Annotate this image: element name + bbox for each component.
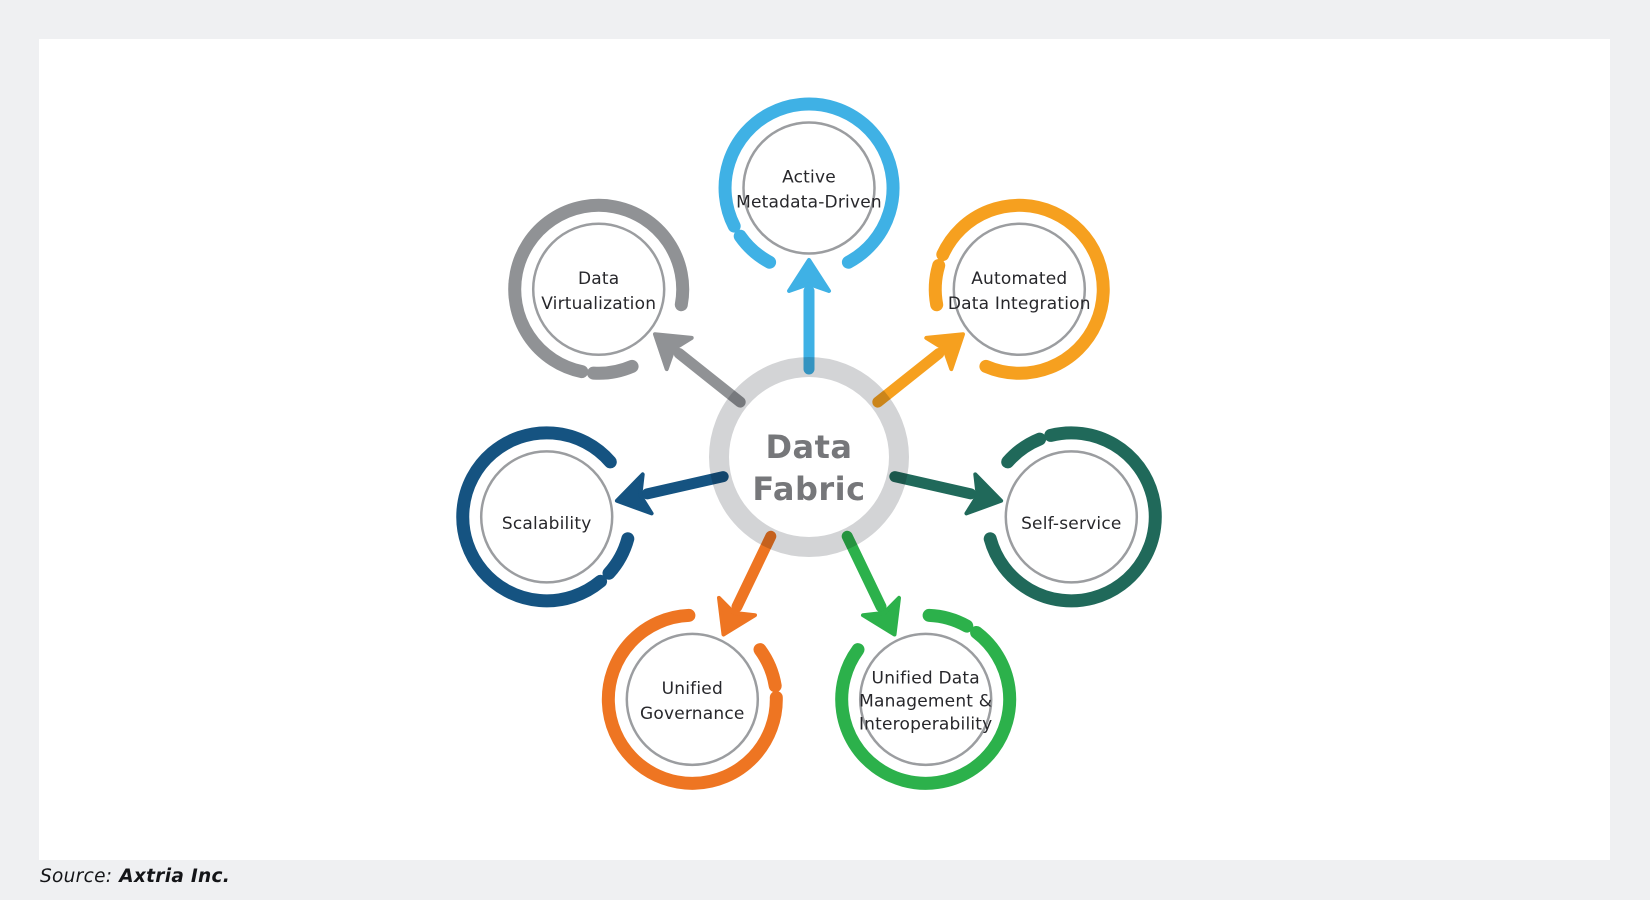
node-scalability: Scalability bbox=[456, 426, 635, 608]
arrow-head-self-service bbox=[964, 472, 1004, 516]
data-virtualization-label-line1: Data bbox=[578, 269, 619, 289]
automated-data-integration-label-line2: Data Integration bbox=[948, 294, 1091, 314]
active-metadata-driven-label-line1: Active bbox=[782, 168, 836, 188]
arrow-head-unified-governance bbox=[717, 595, 757, 637]
center-label-line2: Fabric bbox=[752, 470, 865, 508]
automated-data-integration-ring-segment bbox=[928, 259, 946, 312]
arrow-to-unified-data-management bbox=[841, 530, 901, 637]
unified-data-management-ring bbox=[835, 626, 1017, 790]
arrow-head-automated-data-integration bbox=[924, 332, 965, 372]
arrow-shaft-unified-data-management bbox=[841, 530, 887, 613]
arrow-head-data-virtualization bbox=[653, 332, 694, 372]
data-virtualization-label-line2: Virtualization bbox=[541, 294, 656, 314]
self-service-label-line1: Self-service bbox=[1021, 514, 1121, 534]
arrow-head-unified-data-management bbox=[861, 595, 901, 637]
active-metadata-driven-label-line2: Metadata-Driven bbox=[736, 193, 882, 213]
arrow-to-active-metadata-driven bbox=[787, 258, 831, 375]
source-label: Source: bbox=[40, 866, 113, 887]
arrow-to-scalability bbox=[614, 471, 729, 516]
scalability-ring-segment bbox=[602, 532, 635, 580]
data-virtualization-inner-circle bbox=[531, 222, 666, 357]
automated-data-integration-ring bbox=[936, 198, 1110, 380]
arrow-shaft-unified-governance bbox=[731, 530, 777, 613]
unified-governance-label-line2: Governance bbox=[640, 704, 745, 724]
automated-data-integration-label-line1: Automated bbox=[971, 269, 1067, 289]
unified-data-management-label-line2: Management & bbox=[859, 691, 992, 711]
self-service-inner-circle bbox=[1004, 450, 1139, 584]
self-service-ring-segment bbox=[1001, 432, 1047, 469]
arrow-head-scalability bbox=[614, 472, 654, 516]
arrow-shaft-data-virtualization bbox=[673, 348, 746, 408]
arrow-shaft-self-service bbox=[889, 471, 977, 500]
unified-data-management-label-line3: Interoperability bbox=[859, 714, 992, 734]
arrow-shaft-scalability bbox=[641, 471, 729, 500]
data-virtualization-ring-segment bbox=[587, 359, 639, 380]
automated-data-integration-inner-circle bbox=[952, 222, 1087, 357]
scalability-label-line1: Scalability bbox=[502, 514, 592, 534]
scalability-inner-circle bbox=[479, 450, 614, 584]
source-line: Source: Axtria Inc. bbox=[40, 866, 230, 887]
arrow-to-data-virtualization bbox=[653, 332, 746, 408]
source-name: Axtria Inc. bbox=[119, 866, 231, 887]
active-metadata-driven-inner-circle bbox=[742, 121, 876, 255]
unified-governance-ring bbox=[601, 608, 783, 790]
arrow-head-active-metadata-driven bbox=[787, 258, 831, 293]
unified-governance-ring-segment bbox=[753, 643, 782, 693]
active-metadata-driven-ring-segment bbox=[733, 229, 777, 269]
arrow-shaft-automated-data-integration bbox=[872, 348, 945, 408]
unified-governance-inner-circle bbox=[625, 632, 760, 767]
scalability-ring bbox=[456, 426, 617, 608]
active-metadata-driven-ring bbox=[718, 97, 900, 269]
unified-data-management-ring-segment bbox=[922, 608, 974, 633]
node-self-service: Self-service bbox=[983, 426, 1162, 608]
unified-data-management-inner-circle bbox=[858, 632, 993, 767]
arrow-to-unified-governance bbox=[717, 530, 777, 637]
arrow-to-automated-data-integration bbox=[872, 332, 965, 408]
arrow-to-self-service bbox=[889, 471, 1004, 516]
unified-data-management-label-line1: Unified Data bbox=[872, 668, 980, 688]
data-virtualization-ring bbox=[508, 198, 690, 379]
center-label-line1: Data bbox=[765, 428, 852, 466]
self-service-ring bbox=[983, 426, 1162, 608]
unified-governance-label-line1: Unified bbox=[662, 679, 723, 699]
